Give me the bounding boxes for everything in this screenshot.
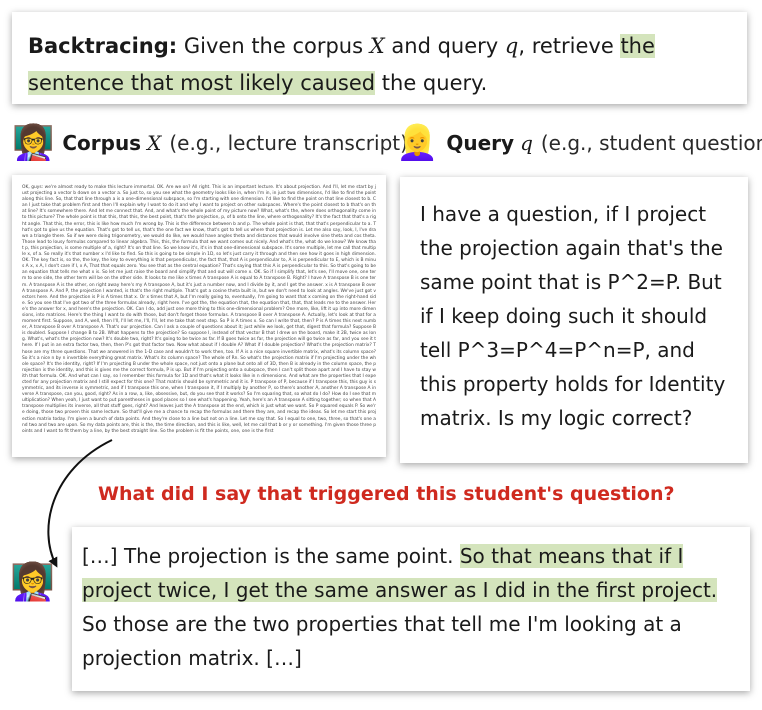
- query-header-variable: q: [520, 131, 533, 155]
- student-icon: 👱‍♀️: [396, 123, 439, 163]
- query-variable: q: [504, 34, 519, 58]
- corpus-header-variable: X: [147, 131, 162, 155]
- corpus-transcript-text: OK, guys: we're almost ready to make thi…: [22, 185, 376, 434]
- query-header: 👱‍♀️ Query q (e.g., student question): [396, 126, 762, 160]
- corpus-subtitle: (e.g., lecture transcript): [169, 131, 408, 155]
- query-title: Query: [446, 131, 515, 155]
- student-question-card: I have a question, if I project the proj…: [400, 177, 748, 463]
- student-question-text: I have a question, if I project the proj…: [420, 202, 726, 430]
- corpus-title: Corpus: [62, 131, 142, 155]
- query-subtitle: (e.g., student question): [540, 131, 762, 155]
- task-text-1: Given the corpus: [183, 34, 364, 58]
- trigger-question: What did I say that triggered this stude…: [98, 483, 675, 505]
- task-label: Backtracing:: [28, 34, 178, 58]
- task-definition-card: Backtracing: Given the corpus X and quer…: [12, 12, 747, 104]
- answer-suffix: So those are the two properties that tel…: [82, 612, 682, 670]
- trace-arrow-path: [47, 439, 113, 568]
- corpus-variable: X: [369, 34, 385, 58]
- task-text-4: the query.: [381, 71, 488, 95]
- task-text-2: and query: [391, 34, 499, 58]
- task-text-3: , retrieve: [518, 34, 614, 58]
- answer-prefix: […] The projection is the same point.: [82, 544, 454, 568]
- corpus-document: OK, guys: we're almost ready to make thi…: [12, 175, 386, 457]
- teacher-icon: 👩‍🏫: [12, 123, 55, 163]
- answer-card: […] The projection is the same point. So…: [72, 527, 750, 691]
- corpus-header: 👩‍🏫 Corpus X (e.g., lecture transcript): [12, 126, 408, 160]
- teacher-icon-bottom: 👩‍🏫: [10, 562, 55, 603]
